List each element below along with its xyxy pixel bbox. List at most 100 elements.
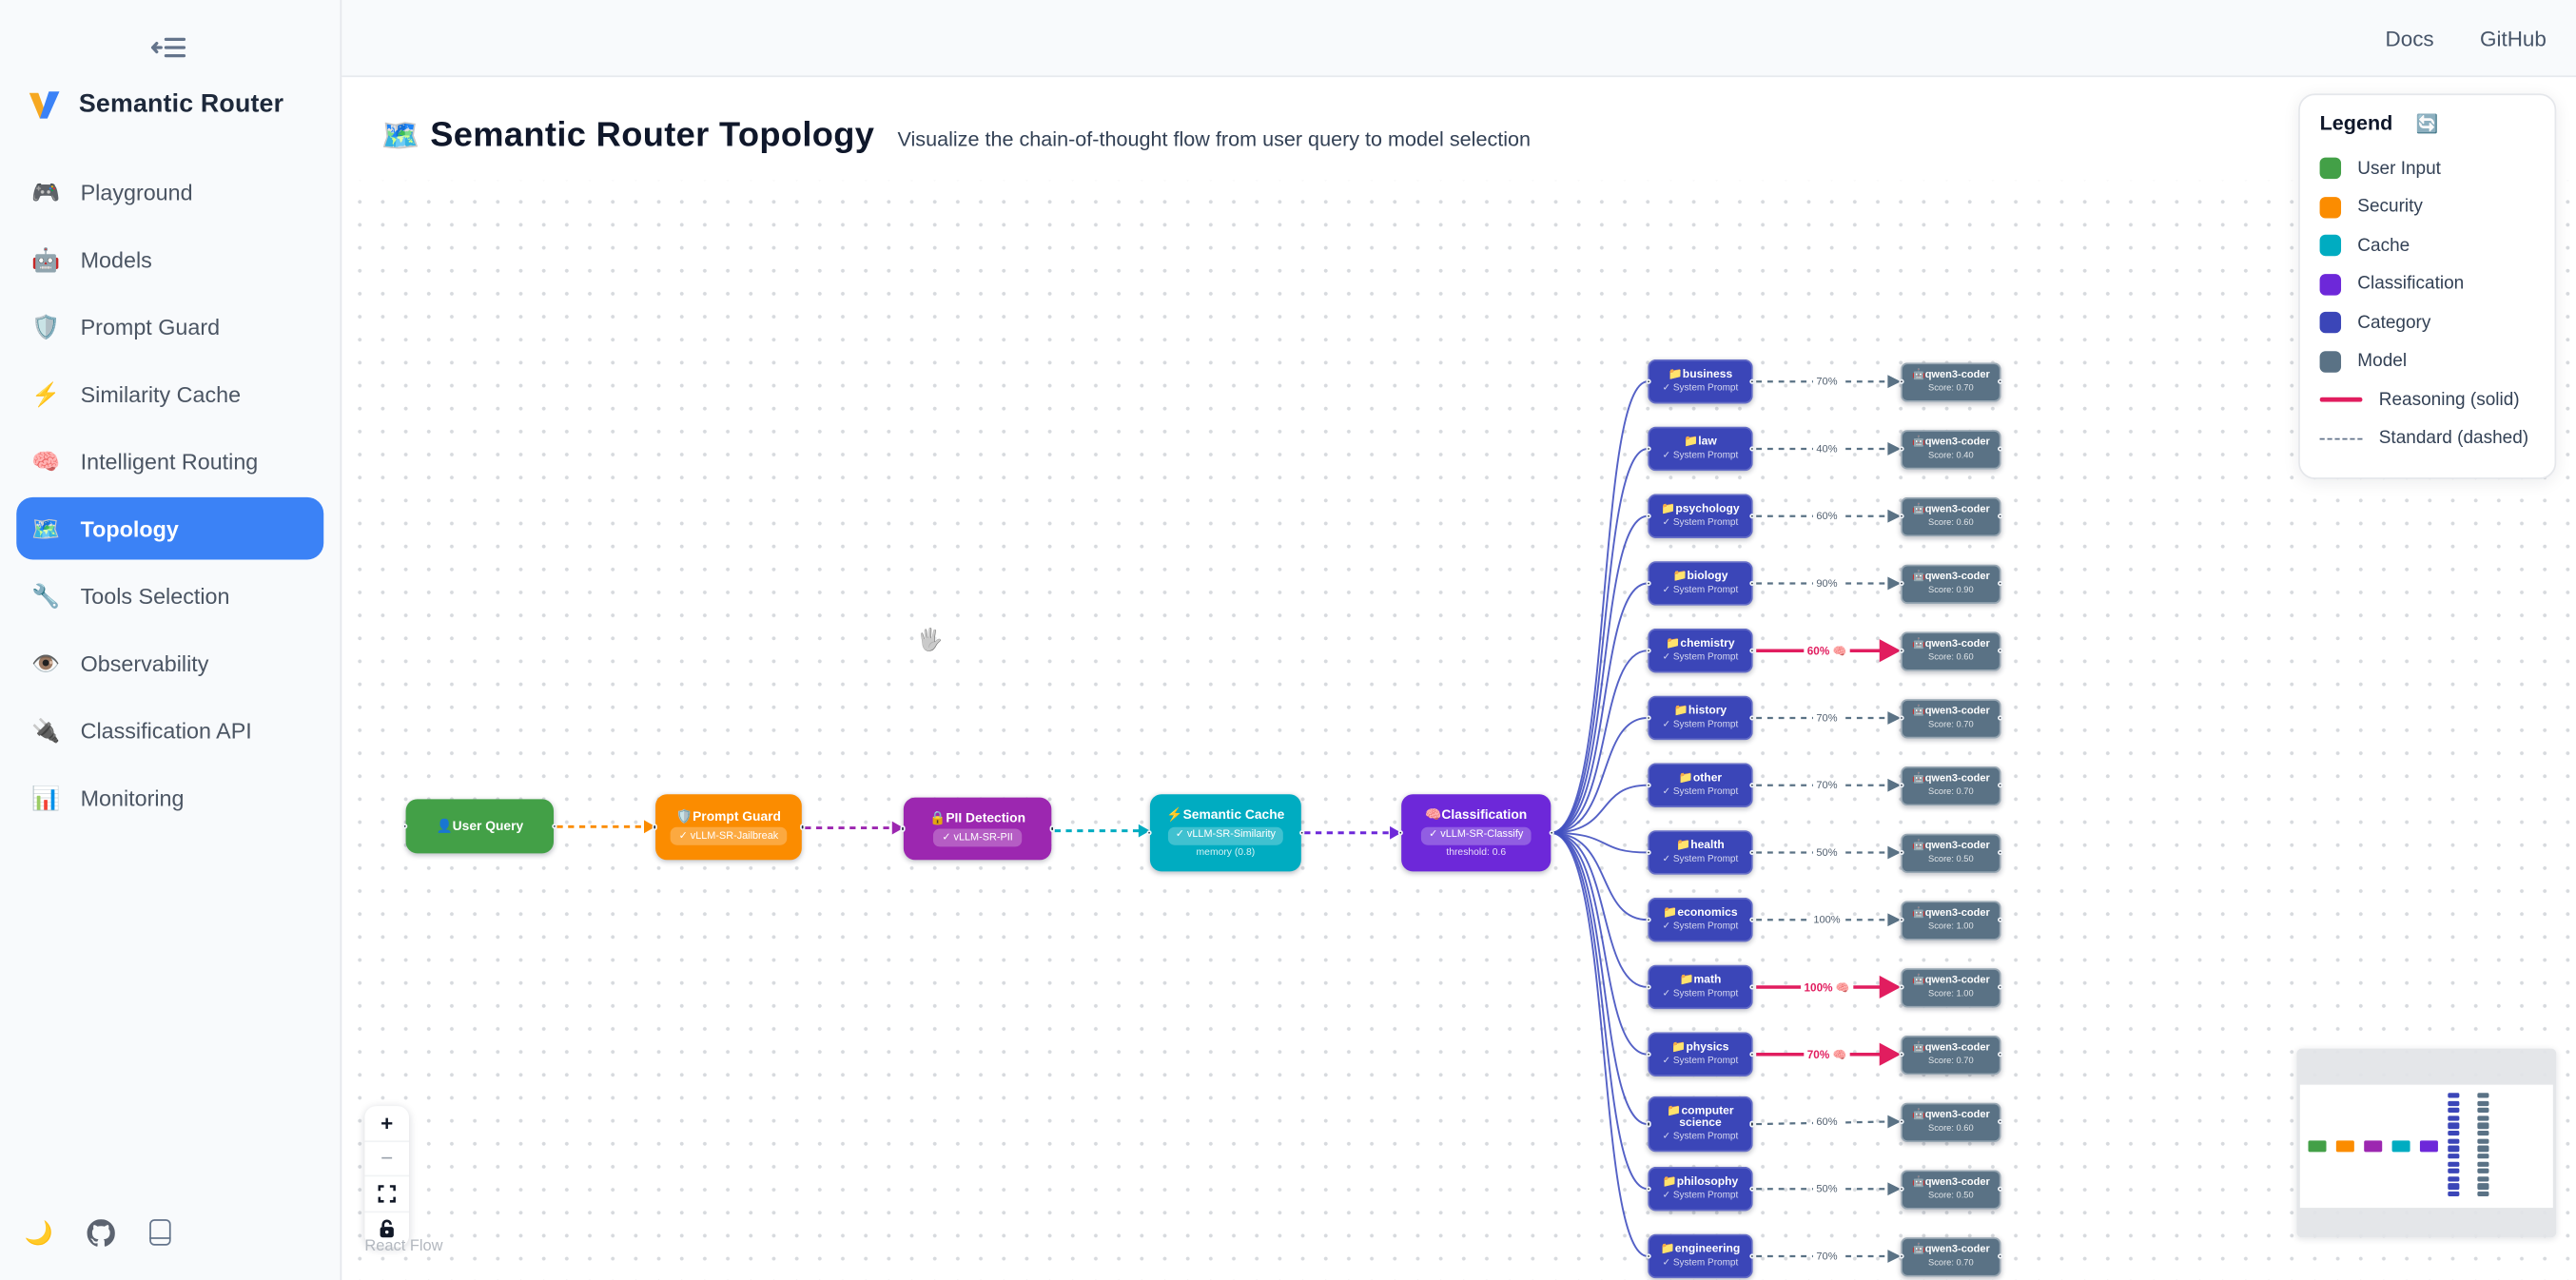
sidebar-item-intelligent-routing[interactable]: 🧠Intelligent Routing — [16, 430, 323, 493]
category-node-computer-science[interactable]: 📁computer science✓ System Prompt — [1646, 1096, 1755, 1153]
sidebar-item-monitoring[interactable]: 📊Monitoring — [16, 766, 323, 829]
sidebar-item-playground[interactable]: 🎮Playground — [16, 161, 323, 223]
category-node-chemistry[interactable]: 📁chemistry✓ System Prompt — [1646, 628, 1755, 673]
node-handle — [1748, 1185, 1755, 1192]
minimap-category-node — [2448, 1100, 2460, 1106]
category-name: 📁law — [1684, 436, 1717, 448]
minimap-pipeline-node — [2391, 1140, 2410, 1152]
category-node-health[interactable]: 📁health✓ System Prompt — [1646, 830, 1755, 875]
sidebar-footer: 🌙 — [0, 1208, 340, 1280]
category-node-psychology[interactable]: 📁psychology✓ System Prompt — [1646, 494, 1755, 539]
category-node-other[interactable]: 📁other✓ System Prompt — [1646, 763, 1755, 808]
sidebar-item-models[interactable]: 🤖Models — [16, 228, 323, 291]
edge-label-psychology: 60% — [1812, 510, 1841, 522]
category-node-history[interactable]: 📁history✓ System Prompt — [1646, 695, 1755, 741]
sidebar-item-similarity-cache[interactable]: ⚡Similarity Cache — [16, 362, 323, 425]
flow-canvas[interactable]: 🖐 👤User Query🛡️Prompt Guard✓ vLLM-SR-Jai… — [342, 180, 2576, 1280]
node-handle — [1048, 825, 1055, 832]
node-handle — [1646, 714, 1652, 721]
category-node-engineering[interactable]: 📁engineering✓ System Prompt — [1646, 1233, 1755, 1279]
react-flow-attribution[interactable]: React Flow — [364, 1237, 443, 1256]
sidebar-collapse-button[interactable] — [142, 29, 198, 66]
sidebar-item-classification-api[interactable]: 🔌Classification API — [16, 699, 323, 762]
model-score: Score: 0.70 — [1928, 383, 1974, 394]
docs-link[interactable]: Docs — [2385, 25, 2434, 50]
flow-edges — [556, 375, 1902, 1263]
node-handle — [1646, 916, 1652, 922]
node-title: 👤User Query — [436, 818, 524, 834]
node-prompt-guard[interactable]: 🛡️Prompt Guard✓ vLLM-SR-Jailbreak — [652, 794, 806, 861]
legend-item-standard-dashed-: Standard (dashed) — [2319, 419, 2535, 458]
zoom-in-button[interactable]: + — [364, 1106, 410, 1142]
legend-title: Legend — [2319, 111, 2393, 135]
node-handle — [1997, 1118, 2003, 1125]
theme-toggle-moon-icon[interactable]: 🌙 — [24, 1219, 54, 1246]
category-sub: ✓ System Prompt — [1662, 1191, 1739, 1202]
legend-line-swatch — [2319, 437, 2363, 440]
category-sub: ✓ System Prompt — [1662, 383, 1739, 395]
node-handle — [1646, 1120, 1652, 1127]
fit-view-button[interactable] — [364, 1176, 410, 1212]
sidebar-nav: 🎮Playground🤖Models🛡️Prompt Guard⚡Similar… — [0, 128, 340, 829]
legend-swatch — [2319, 273, 2342, 296]
node-handle — [1748, 647, 1755, 653]
sidebar-item-observability[interactable]: 👁️Observability — [16, 631, 323, 694]
category-node-physics[interactable]: 📁physics✓ System Prompt — [1646, 1032, 1755, 1077]
category-node-math[interactable]: 📁math✓ System Prompt — [1646, 964, 1755, 1010]
minimap-model-node — [2477, 1168, 2489, 1174]
category-node-economics[interactable]: 📁economics✓ System Prompt — [1646, 897, 1755, 942]
legend-refresh-icon[interactable]: 🔄 — [2415, 113, 2439, 134]
minimap[interactable] — [2296, 1048, 2557, 1238]
sidebar-item-prompt-guard[interactable]: 🛡️Prompt Guard — [16, 296, 323, 359]
model-score: Score: 0.90 — [1928, 585, 1974, 595]
legend-label: Category — [2357, 313, 2431, 333]
github-icon[interactable] — [88, 1218, 116, 1246]
node-handle — [1899, 849, 1905, 856]
semantic-router-logo-icon — [29, 91, 60, 119]
sidebar-item-tools-selection[interactable]: 🔧Tools Selection — [16, 565, 323, 628]
lock-button[interactable] — [364, 1212, 409, 1247]
category-node-philosophy[interactable]: 📁philosophy✓ System Prompt — [1646, 1166, 1755, 1212]
docs-book-icon[interactable] — [149, 1219, 172, 1246]
category-sub: ✓ System Prompt — [1662, 787, 1739, 798]
category-sub: ✓ System Prompt — [1662, 1057, 1739, 1067]
node-handle — [1899, 1051, 1905, 1057]
node-handle — [1997, 445, 2003, 452]
category-node-law[interactable]: 📁law ✓ System Prompt — [1646, 426, 1755, 472]
legend-label: Standard (dashed) — [2378, 428, 2529, 449]
legend-label: Security — [2357, 197, 2423, 218]
github-link[interactable]: GitHub — [2480, 25, 2547, 50]
node-pii-detection[interactable]: 🔒PII Detection✓ vLLM-SR-PII — [900, 797, 1055, 861]
zoom-out-button[interactable]: − — [364, 1141, 410, 1177]
category-node-business[interactable]: 📁business✓ System Prompt — [1646, 359, 1755, 404]
node-handle — [1748, 445, 1755, 452]
sidebar-item-topology[interactable]: 🗺️Topology — [16, 496, 324, 560]
edge-label-chemistry: 60% 🧠 — [1804, 644, 1850, 658]
category-sub: ✓ System Prompt — [1662, 451, 1739, 462]
brand[interactable]: Semantic Router — [0, 0, 340, 128]
category-node-biology[interactable]: 📁biology✓ System Prompt — [1646, 561, 1755, 606]
minimap-category-node — [2448, 1168, 2460, 1174]
node-badge: ✓ vLLM-SR-Similarity — [1167, 825, 1284, 845]
minimap-category-node — [2448, 1161, 2460, 1167]
page-subtitle: Visualize the chain-of-thought flow from… — [897, 127, 1532, 151]
category-sub: ✓ System Prompt — [1662, 586, 1739, 596]
node-user-query[interactable]: 👤User Query — [402, 799, 557, 854]
